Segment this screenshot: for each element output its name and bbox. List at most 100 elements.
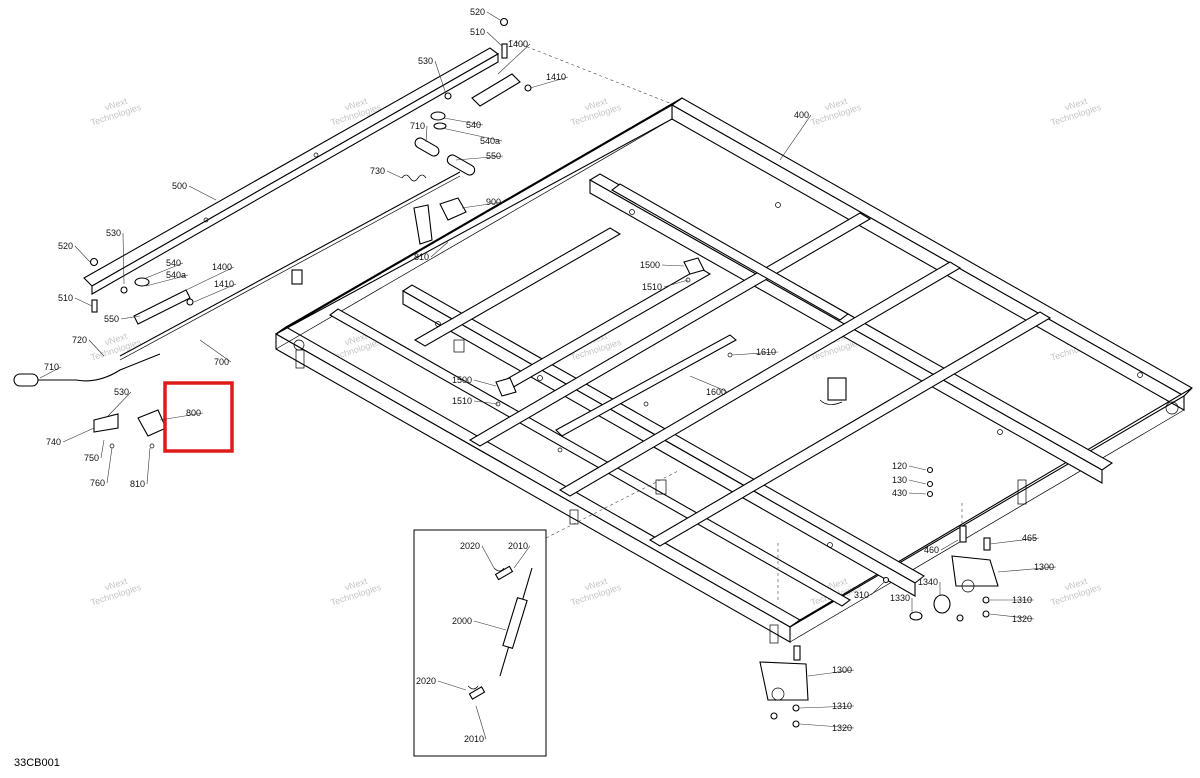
callout-leader (779, 114, 812, 161)
callout-leader (513, 545, 531, 569)
callout-label: 520 (58, 241, 73, 251)
callout-leader (870, 581, 885, 596)
callout-leader (146, 447, 151, 485)
callout-label: 2010 (464, 734, 484, 744)
callout-label: 530 (106, 228, 121, 238)
bracket-1500-upper (683, 257, 705, 283)
callout-label: 530 (114, 387, 129, 397)
callout-leader (497, 43, 531, 75)
inset-gas-strut (413, 529, 547, 757)
handle-710-upper (414, 137, 476, 176)
callout-leader (441, 127, 503, 142)
frame-400 (274, 97, 1193, 644)
callout-leader (989, 613, 1035, 620)
crossbar-1600 (555, 334, 737, 453)
callout-label: 530 (418, 56, 433, 66)
callout-leader (455, 155, 504, 161)
callout-label: 1410 (214, 279, 234, 289)
hardware-fasteners (89, 17, 991, 584)
callout-leader (473, 620, 507, 631)
callout-leader (434, 60, 447, 95)
callout-leader (689, 375, 729, 393)
callout-leader (74, 245, 91, 263)
highlight-box-800 (163, 381, 234, 453)
callout-label: 550 (486, 151, 501, 161)
callout-label: 120 (892, 461, 907, 471)
rail-500 (83, 47, 499, 295)
callout-label: 130 (892, 475, 907, 485)
callout-label: 465 (1022, 533, 1037, 543)
callout-label: 1400 (212, 262, 232, 272)
callout-leader (473, 379, 497, 387)
bracket-740 (93, 413, 119, 449)
callout-label: 1320 (1012, 614, 1032, 624)
callout-leader (145, 262, 184, 279)
callout-leader (486, 11, 501, 21)
callout-label: 2000 (452, 616, 472, 626)
support-1300-right (909, 555, 999, 622)
callout-leader (74, 297, 93, 307)
callout-leader (940, 539, 959, 551)
callout-label: 1310 (832, 701, 852, 711)
callout-label: 1340 (918, 577, 938, 587)
callout-leader (199, 339, 232, 363)
callout-leader (193, 283, 237, 303)
callout-label: 710 (44, 362, 59, 372)
callout-label: 1510 (452, 396, 472, 406)
callout-leader (807, 669, 855, 677)
callout-label: 540 (466, 120, 481, 130)
callout-label: 750 (84, 453, 99, 463)
bracket-1500-lower (495, 377, 517, 407)
callout-leader (475, 705, 487, 740)
callout-leader (529, 76, 569, 89)
callout-leader (120, 315, 141, 320)
callout-label: 720 (72, 335, 87, 345)
callout-label: 730 (370, 166, 385, 176)
diagram-code: 33CB001 (14, 757, 60, 769)
callout-label: 810 (130, 479, 145, 489)
rod-700 (119, 171, 461, 361)
leader-dashes (509, 39, 963, 600)
callout-label: 430 (892, 488, 907, 498)
callout-leader (145, 274, 189, 287)
callout-leader (122, 232, 125, 285)
callout-label: 1330 (890, 593, 910, 603)
callout-label: 1610 (756, 347, 776, 357)
callout-leader (461, 201, 504, 209)
callout-label: 540a (166, 270, 186, 280)
callout-label: 1310 (1012, 595, 1032, 605)
callout-label: 760 (90, 478, 105, 488)
callout-leader (430, 241, 449, 258)
callout-leader (908, 479, 927, 485)
callout-label: 1400 (508, 39, 528, 49)
handle-710-lower (13, 353, 161, 387)
bracket-900 (413, 197, 467, 245)
support-1300-lower (759, 645, 809, 728)
spring-730 (401, 174, 427, 182)
callout-label: 1500 (452, 375, 472, 385)
callout-label: 740 (46, 437, 61, 447)
latch-800 (137, 409, 167, 449)
callout-leader (100, 439, 105, 459)
callout-label: 2010 (508, 541, 528, 551)
callout-label: 1510 (642, 282, 662, 292)
callout-label: 540 (166, 258, 181, 268)
callout-leader (443, 117, 484, 126)
callout-label: 1500 (640, 260, 660, 270)
callout-leader (107, 391, 132, 417)
callout-leader (731, 351, 779, 356)
callout-label: 550 (104, 314, 119, 324)
callout-leader (908, 492, 927, 495)
bracket-1400-lower (133, 289, 191, 325)
callout-label: 510 (470, 27, 485, 37)
callout-label: 710 (410, 121, 425, 131)
callout-label: 400 (794, 110, 809, 120)
